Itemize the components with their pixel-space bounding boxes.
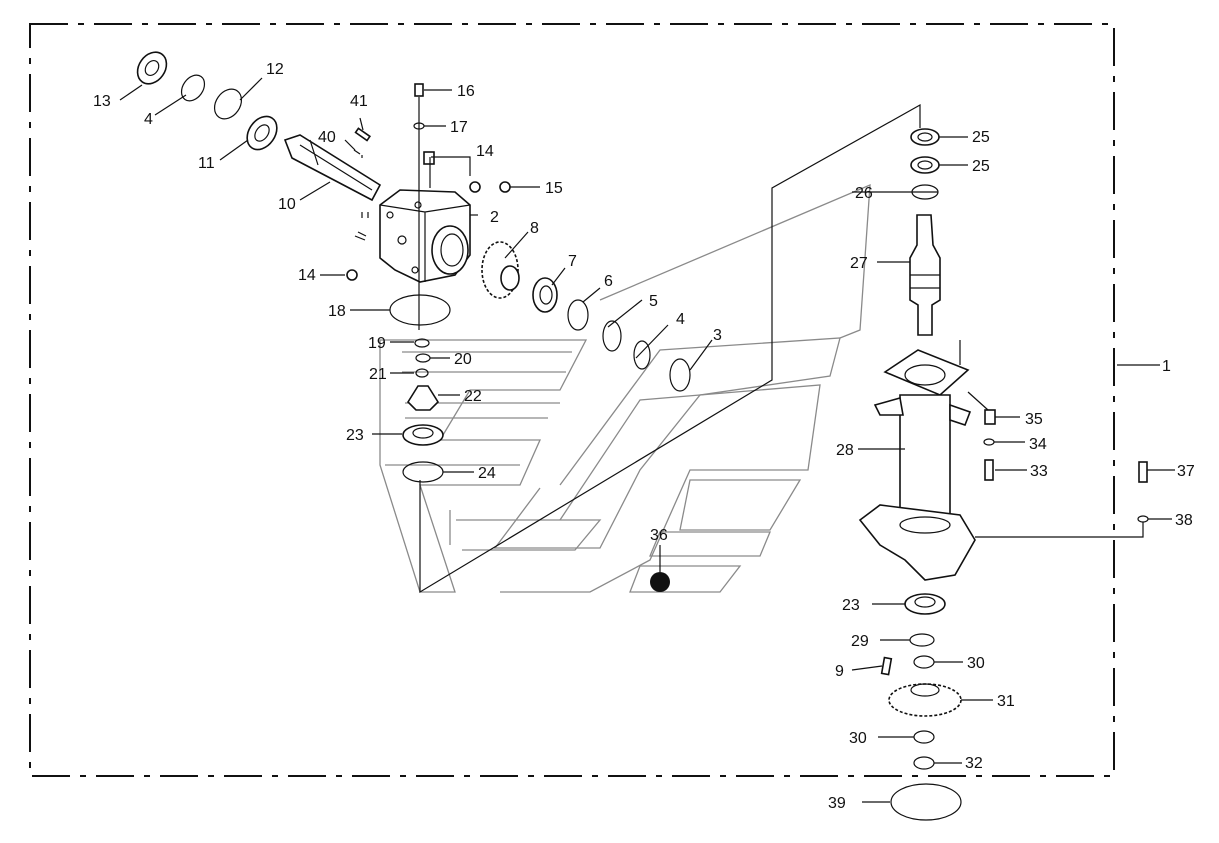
callout-6: 6	[604, 273, 613, 290]
callout-labels: 1 2 3 4 4 5 6 7 8 9 10 11 12 13 14 14 15…	[93, 61, 1195, 812]
seal-13	[136, 51, 168, 85]
o-ring-39	[890, 783, 962, 821]
washer-38	[1137, 515, 1149, 523]
washer-19	[414, 338, 430, 348]
circlip-4-upper	[180, 74, 206, 102]
gearbox-housing-2	[379, 189, 471, 283]
callout-23-upper: 23	[346, 427, 364, 444]
plug-14-top	[423, 151, 481, 193]
output-shaft-27	[909, 214, 941, 336]
callout-24: 24	[478, 465, 496, 482]
callout-34: 34	[1029, 436, 1047, 453]
callout-18: 18	[328, 303, 346, 320]
callout-1: 1	[1162, 358, 1171, 375]
circlip-30-lower	[913, 730, 935, 744]
callout-5: 5	[649, 293, 658, 310]
bearing-23-upper	[402, 424, 444, 446]
callout-38: 38	[1175, 512, 1193, 529]
callout-35: 35	[1025, 411, 1043, 428]
callout-13: 13	[93, 93, 111, 110]
callout-33: 33	[1030, 463, 1048, 480]
callout-3: 3	[713, 327, 722, 344]
key-40	[353, 149, 363, 158]
o-ring-12	[213, 88, 243, 120]
callout-2: 2	[490, 209, 499, 226]
callout-16: 16	[457, 83, 475, 100]
bolt-33	[984, 459, 994, 481]
assembly-frame	[29, 23, 1115, 777]
seal-25-a	[910, 128, 940, 146]
callout-17: 17	[450, 119, 468, 136]
callout-30-upper: 30	[967, 655, 985, 672]
callout-25-a: 25	[972, 129, 990, 146]
nut-32	[913, 756, 935, 770]
callout-14-top: 14	[476, 143, 494, 160]
grease-36	[650, 572, 670, 592]
callout-19: 19	[368, 335, 386, 352]
housing-tube-28	[858, 349, 976, 581]
callout-40: 40	[318, 129, 336, 146]
bolt-37	[1138, 461, 1148, 483]
nut-21	[415, 368, 429, 378]
callout-4-lower: 4	[676, 311, 685, 328]
bearing-23-lower	[904, 593, 946, 615]
callout-30-lower: 30	[849, 730, 867, 747]
bearing-11	[246, 115, 278, 151]
callout-31: 31	[997, 693, 1015, 710]
o-ring-6	[567, 299, 589, 331]
spacer-29	[909, 633, 935, 647]
key-hatch	[354, 212, 369, 241]
callout-39: 39	[828, 795, 846, 812]
nut-35	[984, 409, 996, 425]
callout-4-upper: 4	[144, 111, 153, 128]
callout-21: 21	[369, 366, 387, 383]
callout-9: 9	[835, 663, 844, 680]
callout-10: 10	[278, 196, 296, 213]
callout-22: 22	[464, 388, 482, 405]
callout-15: 15	[545, 180, 563, 197]
callout-26: 26	[855, 185, 873, 202]
callout-11: 11	[198, 155, 215, 172]
callout-36: 36	[650, 527, 668, 544]
breather-16	[414, 83, 424, 97]
leader-lines	[119, 77, 1175, 803]
callout-20: 20	[454, 351, 472, 368]
plug-14-side	[346, 269, 358, 281]
callout-25-b: 25	[972, 158, 990, 175]
pinion-22	[406, 385, 440, 411]
bevel-gear-8	[481, 241, 520, 299]
callout-29: 29	[851, 633, 869, 650]
callout-41: 41	[350, 93, 368, 110]
washer-20	[415, 353, 431, 363]
gear-31	[888, 683, 962, 717]
shim-5	[602, 320, 622, 352]
callout-37: 37	[1177, 463, 1195, 480]
callout-8: 8	[530, 220, 539, 237]
callout-7: 7	[568, 253, 577, 270]
key-9	[880, 656, 893, 676]
o-ring-18	[389, 294, 451, 326]
cover-3	[669, 358, 691, 392]
circlip-30-upper	[913, 655, 935, 669]
callout-14-side: 14	[298, 267, 316, 284]
plug-15	[499, 181, 511, 193]
callout-12: 12	[266, 61, 284, 78]
upper-leader-outline	[419, 103, 921, 594]
watermark-logo	[379, 183, 871, 593]
bearing-7	[532, 277, 558, 313]
washer-34	[983, 438, 995, 446]
callout-27: 27	[850, 255, 868, 272]
seal-25-b	[910, 156, 940, 174]
callout-32: 32	[965, 755, 983, 772]
circlip-4-lower	[633, 340, 651, 370]
callout-23-lower: 23	[842, 597, 860, 614]
callout-28: 28	[836, 442, 854, 459]
input-shaft-10	[283, 134, 382, 202]
key-41	[354, 127, 371, 142]
